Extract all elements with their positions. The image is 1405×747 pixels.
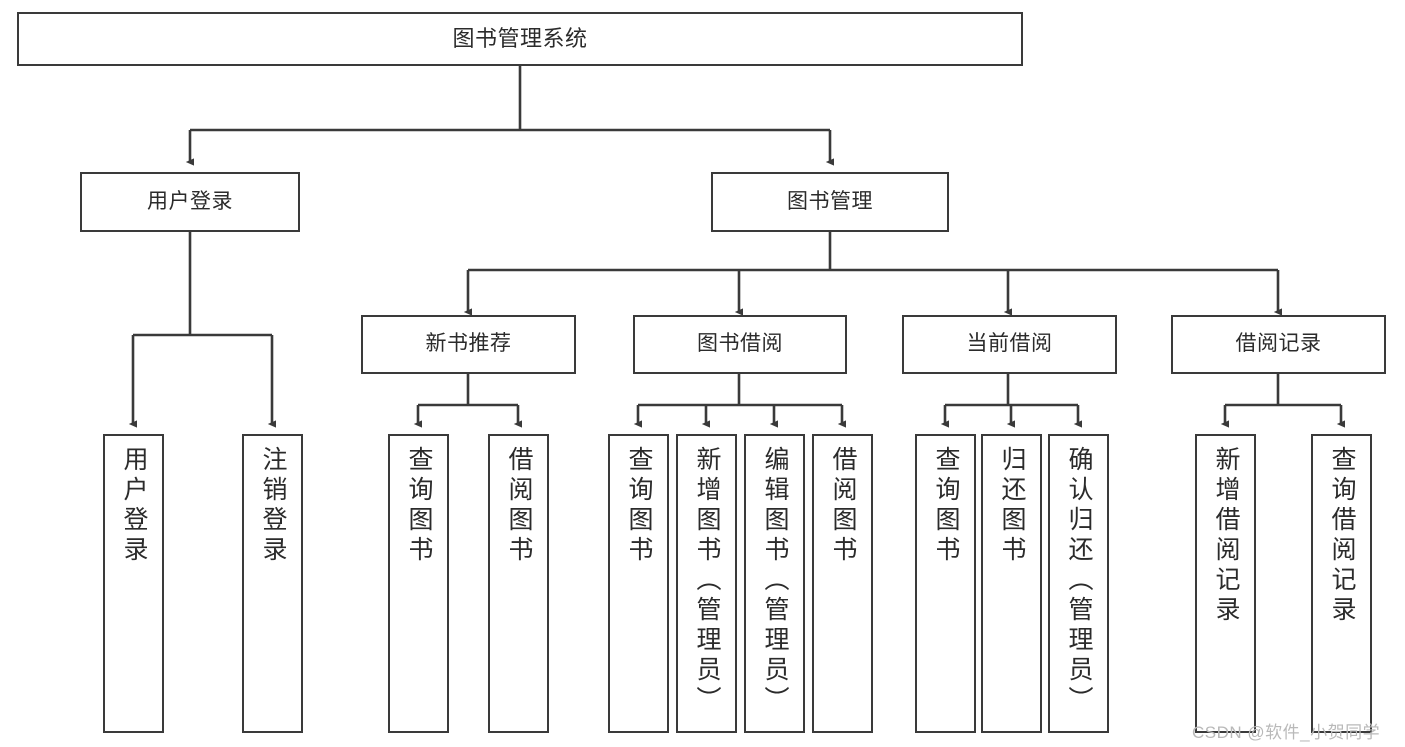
leaf-new-book-query[interactable]: 查询图书 — [388, 434, 449, 733]
leaf-label: 查询图书 — [932, 446, 960, 566]
leaf-label: 借阅图书 — [505, 446, 533, 566]
csdn-watermark: CSDN @软件_小贺同学 — [1192, 723, 1381, 742]
node-current-borrow[interactable]: 当前借阅 — [902, 315, 1117, 374]
leaf-label: 新增借阅记录 — [1212, 446, 1240, 626]
node-book-borrow[interactable]: 图书借阅 — [633, 315, 847, 374]
leaf-label: 新增图书（管理员） — [693, 446, 721, 716]
leaf-label: 借阅图书 — [829, 446, 857, 566]
leaf-user-login-logout[interactable]: 注销登录 — [242, 434, 303, 733]
leaf-label: 编辑图书（管理员） — [761, 446, 789, 716]
node-borrow-record[interactable]: 借阅记录 — [1171, 315, 1386, 374]
leaf-label: 用户登录 — [120, 446, 148, 566]
leaf-current-query-book[interactable]: 查询图书 — [915, 434, 976, 733]
node-book-management-label: 图书管理 — [787, 189, 873, 213]
leaf-new-book-borrow[interactable]: 借阅图书 — [488, 434, 549, 733]
leaf-borrow-add-book[interactable]: 新增图书（管理员） — [676, 434, 737, 733]
node-current-borrow-label: 当前借阅 — [966, 332, 1053, 356]
leaf-label: 注销登录 — [259, 446, 287, 566]
node-new-book-recommend[interactable]: 新书推荐 — [361, 315, 576, 374]
leaf-record-query[interactable]: 查询借阅记录 — [1311, 434, 1372, 733]
node-root-label: 图书管理系统 — [452, 26, 588, 52]
leaf-label: 查询图书 — [625, 446, 653, 566]
node-user-login[interactable]: 用户登录 — [80, 172, 300, 232]
node-new-book-recommend-label: 新书推荐 — [425, 332, 512, 356]
leaf-current-confirm-return[interactable]: 确认归还（管理员） — [1048, 434, 1109, 733]
leaf-user-login-login[interactable]: 用户登录 — [103, 434, 164, 733]
leaf-label: 确认归还（管理员） — [1065, 446, 1093, 716]
node-user-login-label: 用户登录 — [147, 189, 233, 213]
leaf-borrow-borrow-book[interactable]: 借阅图书 — [812, 434, 873, 733]
node-book-management[interactable]: 图书管理 — [711, 172, 949, 232]
node-root[interactable]: 图书管理系统 — [17, 12, 1023, 66]
leaf-borrow-edit-book[interactable]: 编辑图书（管理员） — [744, 434, 805, 733]
leaf-current-return-book[interactable]: 归还图书 — [981, 434, 1042, 733]
leaf-label: 查询图书 — [405, 446, 433, 566]
leaf-record-add[interactable]: 新增借阅记录 — [1195, 434, 1256, 733]
leaf-label: 归还图书 — [998, 446, 1026, 566]
node-borrow-record-label: 借阅记录 — [1235, 332, 1322, 356]
node-book-borrow-label: 图书借阅 — [697, 332, 783, 356]
leaf-borrow-query-book[interactable]: 查询图书 — [608, 434, 669, 733]
leaf-label: 查询借阅记录 — [1328, 446, 1356, 626]
